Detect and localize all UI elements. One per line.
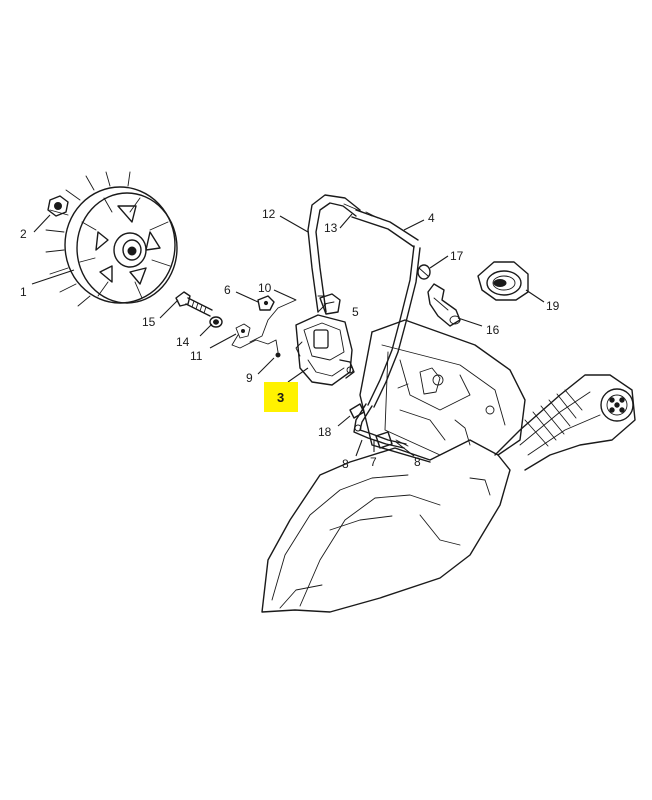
short-circuit-terminal [319, 293, 341, 315]
label-part-19[interactable]: 19 [546, 299, 560, 313]
label-part-9[interactable]: 9 [246, 371, 253, 385]
label-part-18[interactable]: 18 [318, 425, 332, 439]
label-part-11[interactable]: 11 [190, 349, 203, 363]
label-part-13[interactable]: 13 [324, 221, 338, 235]
label-part-17[interactable]: 17 [450, 249, 464, 263]
label-part-12[interactable]: 12 [262, 207, 276, 221]
hose-clip [417, 264, 431, 280]
label-part-5[interactable]: 5 [352, 305, 359, 319]
grommet [477, 261, 529, 301]
part-labels: 2 1 3 4 5 6 7 8 8 9 10 11 12 13 14 15 16… [20, 207, 560, 471]
rear-handle [494, 374, 636, 471]
label-part-8-left[interactable]: 8 [342, 457, 349, 471]
part-3-highlight [264, 382, 298, 412]
ground-wire [231, 295, 297, 358]
ignition-lead [307, 194, 421, 408]
label-part-16[interactable]: 16 [486, 323, 500, 337]
label-part-14[interactable]: 14 [176, 335, 190, 349]
label-part-15[interactable]: 15 [142, 315, 156, 329]
label-part-6[interactable]: 6 [224, 283, 231, 297]
ignition-module [295, 314, 355, 386]
label-part-8-right[interactable]: 8 [414, 455, 421, 469]
leader-lines [31, 213, 545, 457]
short-circuit-wire [349, 403, 409, 449]
label-part-2[interactable]: 2 [20, 227, 27, 241]
screw-and-washer [175, 291, 223, 328]
flywheel [45, 171, 178, 307]
flywheel-nut [47, 195, 69, 217]
label-part-3[interactable]: 3 [277, 390, 284, 405]
engine-housing [261, 319, 526, 613]
label-part-10[interactable]: 10 [258, 281, 272, 295]
label-part-4[interactable]: 4 [428, 211, 435, 225]
label-part-1[interactable]: 1 [20, 285, 27, 299]
spark-plug-elbow [427, 283, 461, 327]
label-part-7[interactable]: 7 [370, 455, 377, 469]
